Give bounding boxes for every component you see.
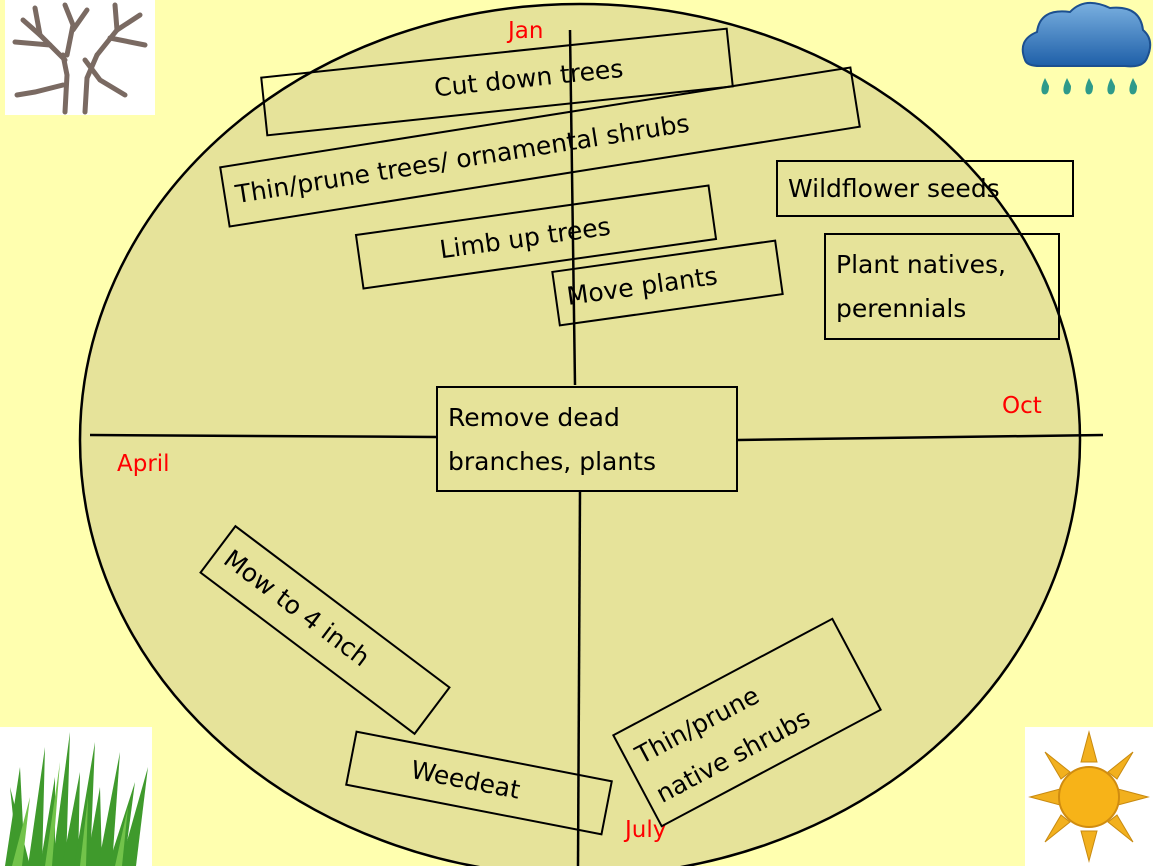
axis-bottom (576, 489, 582, 866)
task-label: Move plants (564, 261, 720, 311)
task-plant-natives: Plant natives, perennials (824, 233, 1060, 340)
month-label-april: April (117, 451, 170, 477)
axis-left (89, 433, 438, 439)
grass-icon (0, 727, 152, 866)
year-circle (78, 2, 1082, 866)
task-label-line2: branches, plants (448, 447, 657, 476)
task-label-line2: perennials (836, 294, 967, 323)
month-label-july: July (625, 817, 667, 843)
month-label-jan: Jan (508, 18, 544, 44)
rain-cloud-icon (1021, 1, 1152, 95)
task-label: Weedeat (408, 755, 523, 805)
axis-right (737, 433, 1104, 442)
task-label-line1: Plant natives, (836, 250, 1006, 279)
task-remove-dead: Remove dead branches, plants (436, 386, 738, 492)
task-wildflower-seeds: Wildflower seeds (776, 160, 1074, 217)
month-label-oct: Oct (1002, 393, 1042, 419)
axis-top (568, 29, 577, 386)
sun-icon (1025, 727, 1153, 866)
task-label: Wildflower seeds (788, 174, 1000, 203)
bare-tree-icon (5, 0, 155, 115)
task-label: Cut down trees (432, 53, 625, 103)
task-label-line1: Remove dead (448, 403, 620, 432)
task-label: Limb up trees (437, 211, 613, 265)
